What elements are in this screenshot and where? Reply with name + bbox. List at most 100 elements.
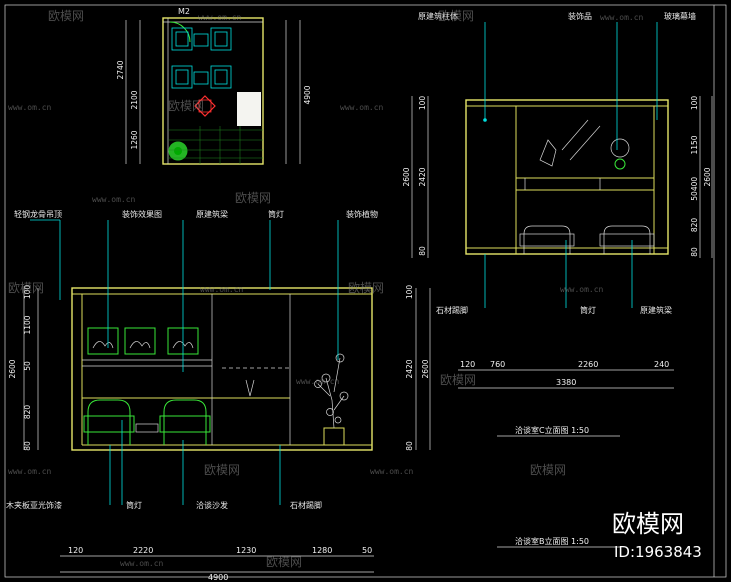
elev-c-dim-left-2: 2420 <box>418 167 427 186</box>
elevation-c-outline <box>465 99 669 255</box>
callout-dot <box>483 118 487 122</box>
armchair-seat-icon <box>214 31 228 47</box>
elev-b-dim-bottom-2: 2220 <box>133 546 153 555</box>
rug-diamond-icon <box>194 95 216 117</box>
elev-b-dim-left-2: 1100 <box>23 315 32 334</box>
elev-b-callout-beam: 原建筑梁 <box>196 209 228 219</box>
plant-leaf-icon <box>335 353 345 363</box>
plant-pot-icon <box>174 147 182 155</box>
plant-leaf-icon <box>339 391 349 401</box>
elev-b-dim-bottom-1: 120 <box>68 546 83 555</box>
plant-leaf-icon <box>321 373 331 383</box>
watermark-url: www.om.cn <box>8 103 52 112</box>
watermark-url: www.om.cn <box>340 103 384 112</box>
watermark-text: 欧模网 <box>8 281 44 295</box>
plant-icon <box>610 138 630 158</box>
armchair-icon <box>210 65 232 89</box>
watermark-url: www.om.cn <box>92 195 136 204</box>
elev-b-callout-downlight-b: 筒灯 <box>126 500 142 510</box>
sofa-arm-icon <box>83 415 135 433</box>
watermark-url: www.om.cn <box>200 285 244 294</box>
elev-c-dim-left-3: 80 <box>418 246 427 256</box>
watermark-text: 欧模网 <box>48 9 84 23</box>
plan-room-outline <box>162 17 264 165</box>
watermark-text: 欧模网 <box>440 373 476 387</box>
armchair-arm-icon <box>599 233 655 247</box>
elev-b-dim-bottom-4: 1280 <box>312 546 332 555</box>
elev-c-dim-right-3: 400 <box>690 177 699 192</box>
elev-c-dim-right-2: 1150 <box>690 135 699 154</box>
elev-b-dim-left-4: 820 <box>23 405 32 420</box>
armchair-icon <box>603 225 651 254</box>
elev-c-callout-downlight: 筒灯 <box>580 305 596 315</box>
sofa-icon <box>163 399 207 445</box>
plan-door-tag: M2 <box>178 7 190 16</box>
watermark-text: 欧模网 <box>438 9 474 23</box>
brand-name: 欧模网 <box>612 510 684 538</box>
armchair-icon <box>171 65 193 89</box>
armchair-icon <box>171 27 193 51</box>
elev-c-dim-right-5: 820 <box>690 218 699 233</box>
armchair-seat-icon <box>175 69 189 85</box>
elev-c-dim-left-total: 2600 <box>402 167 411 186</box>
plant-leaf-icon <box>334 416 342 424</box>
elev-b-dim-right-3: 80 <box>405 441 414 451</box>
elev-c-dim-bottom-4: 240 <box>654 360 669 369</box>
elevation-c: 原建筑柱体 装饰品 玻璃幕墙 石材踢脚 筒灯 原建筑梁 2600 100 242… <box>402 11 713 437</box>
elev-b-dim-left-5: 80 <box>23 441 32 451</box>
picture-frame-icon <box>87 327 119 355</box>
watermark-text: 欧模网 <box>530 463 566 477</box>
elev-c-dim-left-1: 100 <box>418 96 427 111</box>
elev-c-dim-bottom-1: 120 <box>460 360 475 369</box>
elev-c-callout-curtain-wall: 玻璃幕墙 <box>664 11 696 21</box>
elev-b-dim-right-1: 100 <box>405 285 414 300</box>
elev-c-callout-skirting: 石材踢脚 <box>436 305 468 315</box>
elev-c-title: 洽谈室C立面图 1:50 <box>515 425 589 435</box>
elev-b-dim-right-2: 2420 <box>405 359 414 378</box>
elev-c-dim-bottom-3: 2260 <box>578 360 598 369</box>
elev-b-dim-bottom-3: 1230 <box>236 546 256 555</box>
watermark-url: www.om.cn <box>198 13 242 22</box>
plant-stem-icon <box>317 357 345 429</box>
elev-b-callout-artwork: 装饰效果图 <box>122 209 162 219</box>
glass-hatch <box>561 119 589 151</box>
elev-b-title: 洽谈室B立面图 1:50 <box>515 536 589 546</box>
plant-leaf-icon <box>326 408 334 416</box>
elev-b-callout-sofa: 洽谈沙发 <box>196 500 228 510</box>
brand-id: ID:1963843 <box>614 543 702 561</box>
armchair-seat-icon <box>214 69 228 85</box>
elev-c-dim-right-1: 100 <box>690 96 699 111</box>
elevation-b: 轻钢龙骨吊顶 装饰效果图 原建筑梁 筒灯 装饰植物 木夹板亚光饰漆 筒灯 洽谈沙… <box>6 209 620 582</box>
elevation-b-outline <box>71 287 373 451</box>
side-table-icon <box>193 33 209 47</box>
floor-grid <box>168 126 263 164</box>
elev-c-callout-decor: 装饰品 <box>568 11 592 21</box>
armchair-seat-icon <box>175 31 189 47</box>
elev-c-dim-right-4: 50 <box>690 191 699 201</box>
elev-b-dim-left-3: 50 <box>23 361 32 371</box>
elev-b-callout-skirting: 石材踢脚 <box>290 500 322 510</box>
elev-c-dim-right-total: 2600 <box>703 167 712 186</box>
sculpture-icon <box>539 139 557 167</box>
elev-b-callout-panel: 木夹板亚光饰漆 <box>6 500 62 510</box>
armchair-icon <box>210 27 232 51</box>
sofa-arm-icon <box>159 415 211 433</box>
artwork-sketch <box>129 341 151 349</box>
rug-square-icon <box>198 99 212 113</box>
elev-c-dim-total: 3380 <box>556 378 576 387</box>
cabinet-block <box>237 92 261 126</box>
watermark-text: 欧模网 <box>168 99 204 113</box>
elev-b-dim-right-total: 2600 <box>421 359 430 378</box>
artwork-sketch <box>172 341 194 349</box>
elev-b-callout-ceiling: 轻钢龙骨吊顶 <box>14 209 62 219</box>
artwork-sketch <box>92 341 114 349</box>
watermark-text: 欧模网 <box>204 463 240 477</box>
elev-c-callout-beam: 原建筑梁 <box>640 305 672 315</box>
elev-b-dim-left-1: 100 <box>23 285 32 300</box>
plan-dim-left-3: 1260 <box>130 130 139 149</box>
elev-b-callout-plant: 装饰植物 <box>346 209 378 219</box>
picture-frame-icon <box>124 327 156 355</box>
plan-dim-right: 4900 <box>303 85 312 104</box>
watermark-url: www.om.cn <box>296 377 340 386</box>
